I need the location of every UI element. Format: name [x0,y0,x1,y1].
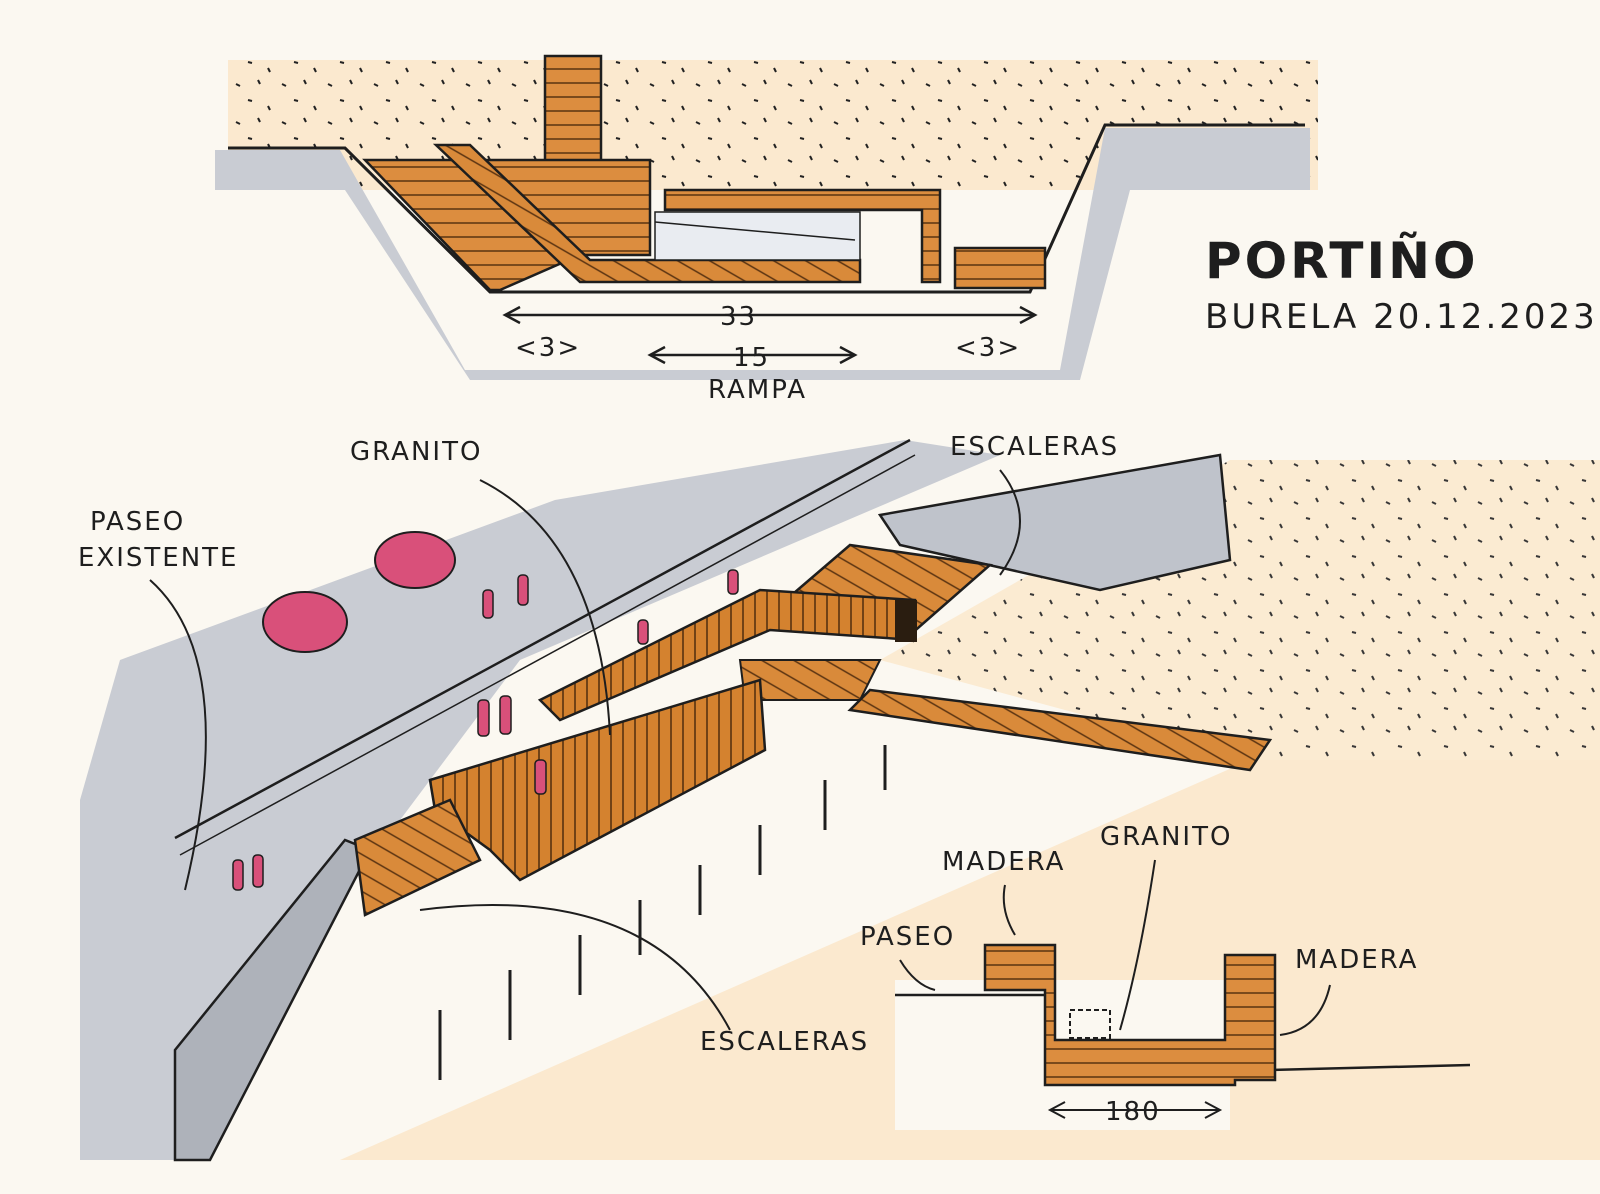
beach-line [1269,1063,1471,1072]
pedestrian [252,854,264,888]
cross-section: 33 <3> 15 RAMPA <3> [215,54,1318,405]
leader-detail-granito [1119,859,1156,1031]
detail-label-granito: GRANITO [1100,822,1232,852]
ramp-void [654,211,861,261]
detail-label-madera-left: MADERA [942,847,1065,877]
pedestrian [499,695,512,735]
pedestrian [534,759,547,795]
detail-label-madera-right: MADERA [1295,945,1418,975]
lower-wall [173,838,372,1162]
ramp-end-shadow [895,600,917,642]
ramp-dimension-arrows [647,345,858,365]
detail-wood-profile [983,943,1277,1087]
perspective-view: GRANITO ESCALERAS PASEO EXISTENTE ESCALE… [78,432,1600,1162]
pedestrian [727,569,739,595]
beach-walkway [847,688,1273,772]
ground-profile-line [228,123,1305,294]
detail-granite-block [1069,1009,1111,1039]
right-dimension-value: <3> [955,333,1021,363]
label-paseo-existente-line2: EXISTENTE [78,543,238,573]
lower-stairs [353,798,482,917]
sand-beach [340,760,1600,1160]
detail-dimension-value: 180 [1105,1097,1161,1127]
leader-paseo [899,959,936,991]
concrete-shadow-top [215,128,1310,380]
pedestrian [482,589,494,619]
pedestrians [232,569,739,891]
tower-block [543,54,603,168]
detail-dimension-arrows [1047,1101,1223,1119]
pedestrian [517,574,529,606]
pedestrian [477,699,490,737]
leader-paseo-existente [149,579,207,891]
upper-wall [877,453,1232,592]
total-dimension-arrows [502,305,1038,325]
detail-section: MADERA GRANITO PASEO MADERA 180 [860,822,1471,1130]
leader-granito [479,479,611,736]
right-step-block [953,246,1047,290]
car-2 [374,531,456,589]
ramp-label: RAMPA [708,375,807,405]
label-escaleras-bottom: ESCALERAS [700,1027,869,1057]
sand-beach-upper [880,460,1600,760]
pedestrian [232,859,244,891]
leader-escaleras-top [999,469,1021,576]
label-granito: GRANITO [350,437,482,467]
total-dimension-value: 33 [720,302,757,332]
beach-bollards [438,745,887,1080]
ramp-slope-line [654,221,856,241]
label-escaleras-top: ESCALERAS [950,432,1119,462]
page-subtitle: BURELA 20.12.2023 [1205,297,1598,337]
leader-madera-right [1279,984,1331,1036]
promenade-edge-line-inner [179,454,916,856]
cars [262,531,456,653]
label-paseo-existente-line1: PASEO [90,507,185,537]
car-1 [262,591,348,653]
upper-ramp-slab [663,188,942,284]
pedestrian [637,619,649,645]
ramp-dimension-value: 15 [733,343,770,373]
left-dimension-value: <3> [515,333,581,363]
promenade-edge-line [174,438,911,840]
leader-escaleras-bottom [419,904,731,1031]
leader-madera-left [1002,884,1016,936]
page-title: PORTIÑO [1205,231,1478,290]
detail-label-paseo: PASEO [860,922,955,952]
